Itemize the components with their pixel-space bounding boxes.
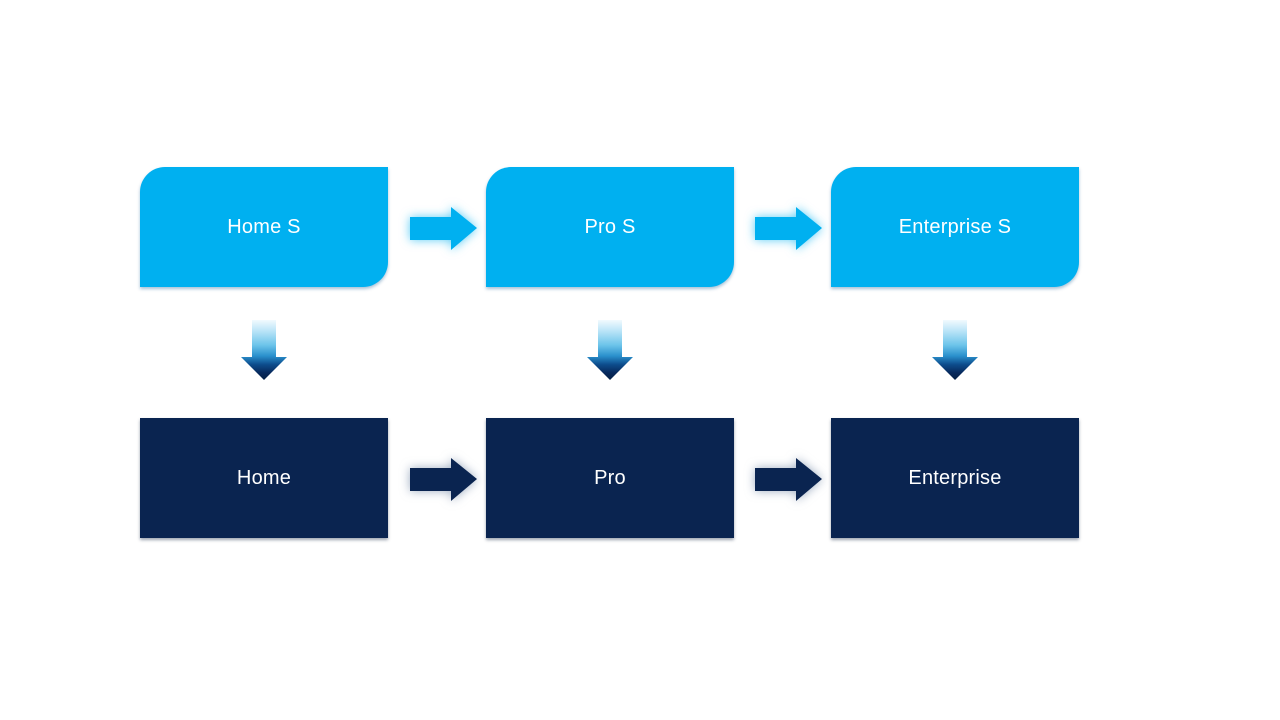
down-arrow-shape bbox=[241, 320, 287, 380]
right-arrow-shape bbox=[410, 207, 477, 250]
node-pro: Pro bbox=[486, 418, 734, 538]
node-pro-s: Pro S bbox=[486, 167, 734, 287]
right-arrow-shape bbox=[755, 207, 822, 250]
right-arrow-icon-pro-to-enterprise bbox=[755, 458, 822, 501]
right-arrow-shape bbox=[410, 458, 477, 501]
node-enterprise-label: Enterprise bbox=[908, 466, 1002, 489]
right-arrow-shape bbox=[755, 458, 822, 501]
node-enterprise: Enterprise bbox=[831, 418, 1079, 538]
node-home-s: Home S bbox=[140, 167, 388, 287]
down-arrow-icon-pro-s-to-pro bbox=[587, 320, 633, 380]
node-pro-label: Pro bbox=[594, 466, 626, 489]
node-enterprise-s: Enterprise S bbox=[831, 167, 1079, 287]
down-arrow-icon-home-s-to-home bbox=[241, 320, 287, 380]
node-pro-s-label: Pro S bbox=[584, 215, 636, 238]
down-arrow-shape bbox=[587, 320, 633, 380]
node-home-label: Home bbox=[236, 466, 292, 489]
node-home: Home bbox=[140, 418, 388, 538]
right-arrow-icon-home-s-to-pro-s bbox=[410, 207, 477, 250]
right-arrow-icon-home-to-pro bbox=[410, 458, 477, 501]
down-arrow-shape bbox=[932, 320, 978, 380]
node-enterprise-s-label: Enterprise S bbox=[898, 215, 1012, 238]
node-home-s-label: Home S bbox=[227, 215, 301, 238]
down-arrow-icon-enterprise-s-to-enterprise bbox=[932, 320, 978, 380]
right-arrow-icon-pro-s-to-enterprise-s bbox=[755, 207, 822, 250]
